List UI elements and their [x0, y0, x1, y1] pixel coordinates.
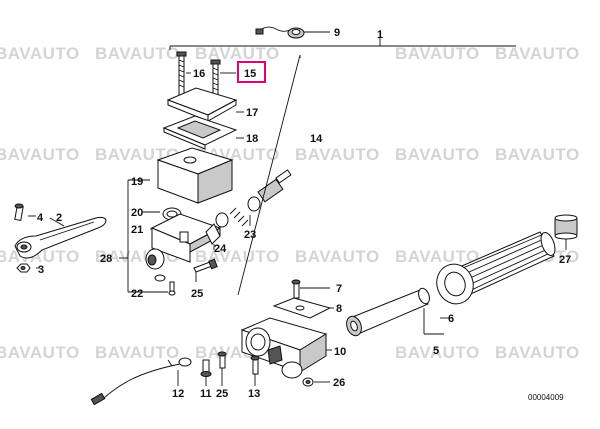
label-part-11: 11 [200, 388, 212, 400]
watermark-text: BAVAUTO [495, 145, 580, 164]
part-8-bracket [272, 297, 334, 319]
part-22-bleed-screw [148, 274, 176, 296]
label-part-2: 2 [56, 212, 62, 224]
part-17-cover [166, 87, 244, 122]
label-part-20: 20 [131, 207, 143, 219]
part-25-bolt [193, 258, 218, 282]
part-number-labels: 1 2 3 4 5 6 7 8 9 10 11 12 13 14 15 16 1… [37, 27, 571, 400]
highlight-box-part-15 [237, 61, 266, 83]
watermark-text: BAVAUTO [395, 145, 480, 164]
label-part-22: 22 [131, 288, 143, 300]
label-part-15: 15 [244, 68, 256, 80]
part-6-grip [436, 231, 556, 305]
label-part-25b: 25 [216, 388, 228, 400]
watermark-text: BAVAUTO [0, 44, 80, 63]
assembly-bracket-1 [169, 30, 516, 50]
watermark-row-2: BAVAUTO BAVAUTO BAVAUTO BAVAUTO BAVAUTO … [0, 145, 580, 164]
label-part-19: 19 [131, 176, 143, 188]
watermark-text: BAVAUTO [495, 44, 580, 63]
watermark-text: BAVAUTO [295, 247, 380, 266]
part-2-lever [14, 216, 107, 259]
label-part-28: 28 [100, 253, 112, 265]
label-part-16: 16 [193, 68, 205, 80]
label-part-27: 27 [559, 254, 571, 266]
part-9-sensor [255, 26, 330, 39]
label-part-6: 6 [448, 313, 454, 325]
watermark-text: BAVAUTO [0, 145, 80, 164]
callout-bracket-14 [237, 54, 301, 296]
part-13-screw [250, 355, 260, 375]
watermark-text: BAVAUTO [195, 44, 280, 63]
label-part-25: 25 [191, 288, 203, 300]
label-part-10: 10 [334, 346, 346, 358]
callout-bracket-5-6 [423, 308, 452, 335]
label-part-18: 18 [246, 133, 258, 145]
part-7-screw [291, 279, 330, 299]
label-part-26: 26 [333, 377, 345, 389]
label-part-17: 17 [246, 107, 258, 119]
label-part-12: 12 [172, 388, 184, 400]
part-18-gasket [162, 115, 244, 150]
watermark-text: BAVAUTO [295, 145, 380, 164]
label-part-1: 1 [377, 29, 383, 41]
watermark-text: BAVAUTO [395, 247, 480, 266]
watermark-layer: BAVAUTO BAVAUTO BAVAUTO BAVAUTO BAVAUTO … [0, 44, 580, 362]
part-26-grommet [302, 377, 330, 387]
label-part-5: 5 [433, 345, 439, 357]
watermark-text: BAVAUTO [395, 44, 480, 63]
leader-lines [28, 211, 256, 386]
part-3-nut [16, 263, 31, 273]
part-12-cable [90, 357, 192, 406]
label-part-7: 7 [336, 283, 342, 295]
label-part-21: 21 [131, 224, 143, 236]
part-27-bar-end [554, 214, 578, 250]
part-25b-bolt [217, 351, 227, 369]
label-part-24: 24 [214, 243, 227, 255]
label-part-4: 4 [37, 212, 44, 224]
part-11-screw [200, 359, 212, 377]
label-part-23: 23 [244, 229, 256, 241]
label-part-9: 9 [334, 27, 340, 39]
part-23-piston [215, 169, 292, 228]
watermark-text: BAVAUTO [95, 44, 180, 63]
part-4-bolt [14, 203, 24, 221]
part-5-throttle-tube [346, 287, 430, 337]
watermark-text: BAVAUTO [95, 343, 180, 362]
watermark-text: BAVAUTO [495, 343, 580, 362]
watermark-row-1: BAVAUTO BAVAUTO BAVAUTO BAVAUTO BAVAUTO [0, 44, 580, 63]
label-part-3: 3 [38, 264, 44, 276]
part-21-master-cylinder [145, 213, 222, 270]
part-19-reservoir [156, 147, 234, 204]
diagram-reference-code: 00004009 [528, 393, 564, 402]
label-part-14: 14 [310, 133, 323, 145]
watermark-text: BAVAUTO [195, 247, 280, 266]
part-24-pin [205, 223, 221, 250]
watermark-text: BAVAUTO [95, 145, 180, 164]
label-part-13: 13 [248, 388, 260, 400]
watermark-text: BAVAUTO [0, 343, 80, 362]
watermark-text: BAVAUTO [395, 343, 480, 362]
part-10-switch-housing [240, 317, 332, 379]
label-part-8: 8 [336, 303, 342, 315]
